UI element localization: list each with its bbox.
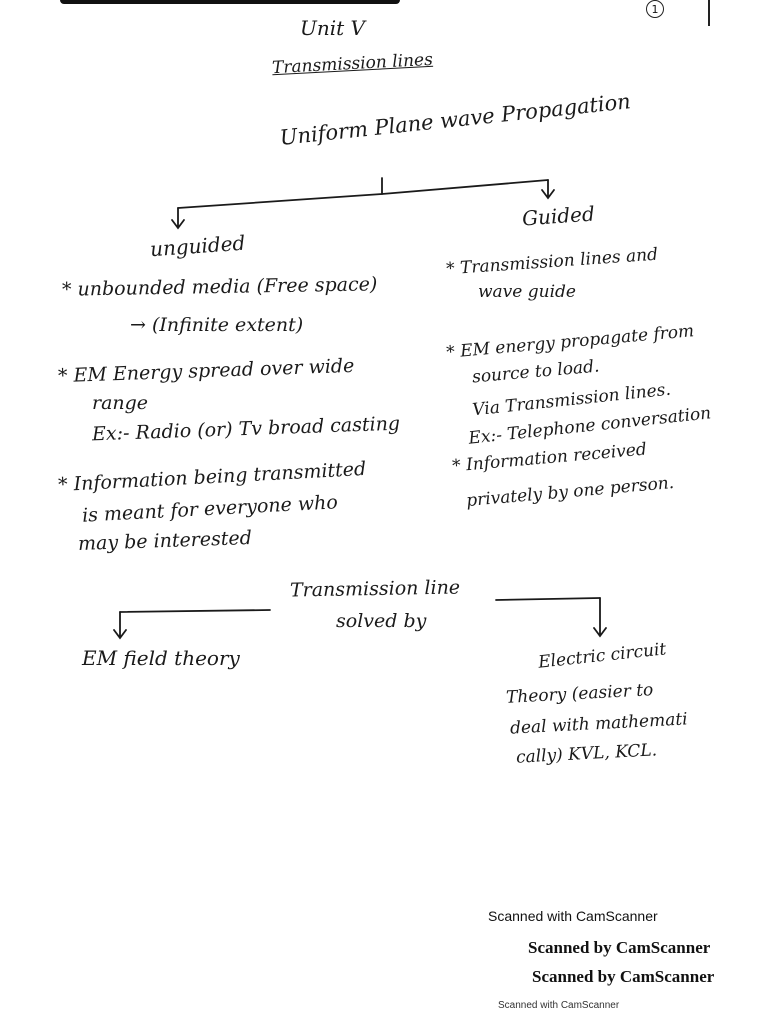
unguided-point-2-cont: range [92, 392, 149, 414]
arrow-right-guided [541, 179, 555, 200]
tl-heading: Transmission line [289, 576, 461, 602]
page-number: 1 [646, 0, 664, 18]
arrow-right-circuit [593, 597, 607, 638]
margin-line [708, 0, 710, 26]
unguided-point-1: * unbounded media (Free space) [61, 273, 378, 301]
arrow-left-unguided [171, 207, 185, 230]
tl-subheading: solved by [336, 610, 427, 632]
watermark-4: Scanned with CamScanner [498, 1000, 620, 1011]
watermark-2: Scanned by CamScanner [528, 938, 711, 957]
scan-edge-shadow [60, 0, 400, 4]
arrow-left-em [113, 611, 127, 640]
guided-point-1-cont: wave guide [478, 282, 576, 302]
unguided-point-1-note: → (Infinite extent) [130, 314, 304, 336]
watermark-3: Scanned by CamScanner [532, 967, 715, 986]
watermark-1: Scanned with CamScanner [488, 908, 658, 924]
branch-label-guided: Guided [521, 201, 596, 231]
branch-label-unguided: unguided [149, 230, 247, 262]
tree-branch-bar [177, 179, 549, 209]
em-field-theory: EM field theory [82, 646, 240, 670]
tl-left-bar [119, 609, 271, 613]
tl-right-bar [495, 597, 601, 601]
unit-heading: Unit V [300, 16, 365, 40]
